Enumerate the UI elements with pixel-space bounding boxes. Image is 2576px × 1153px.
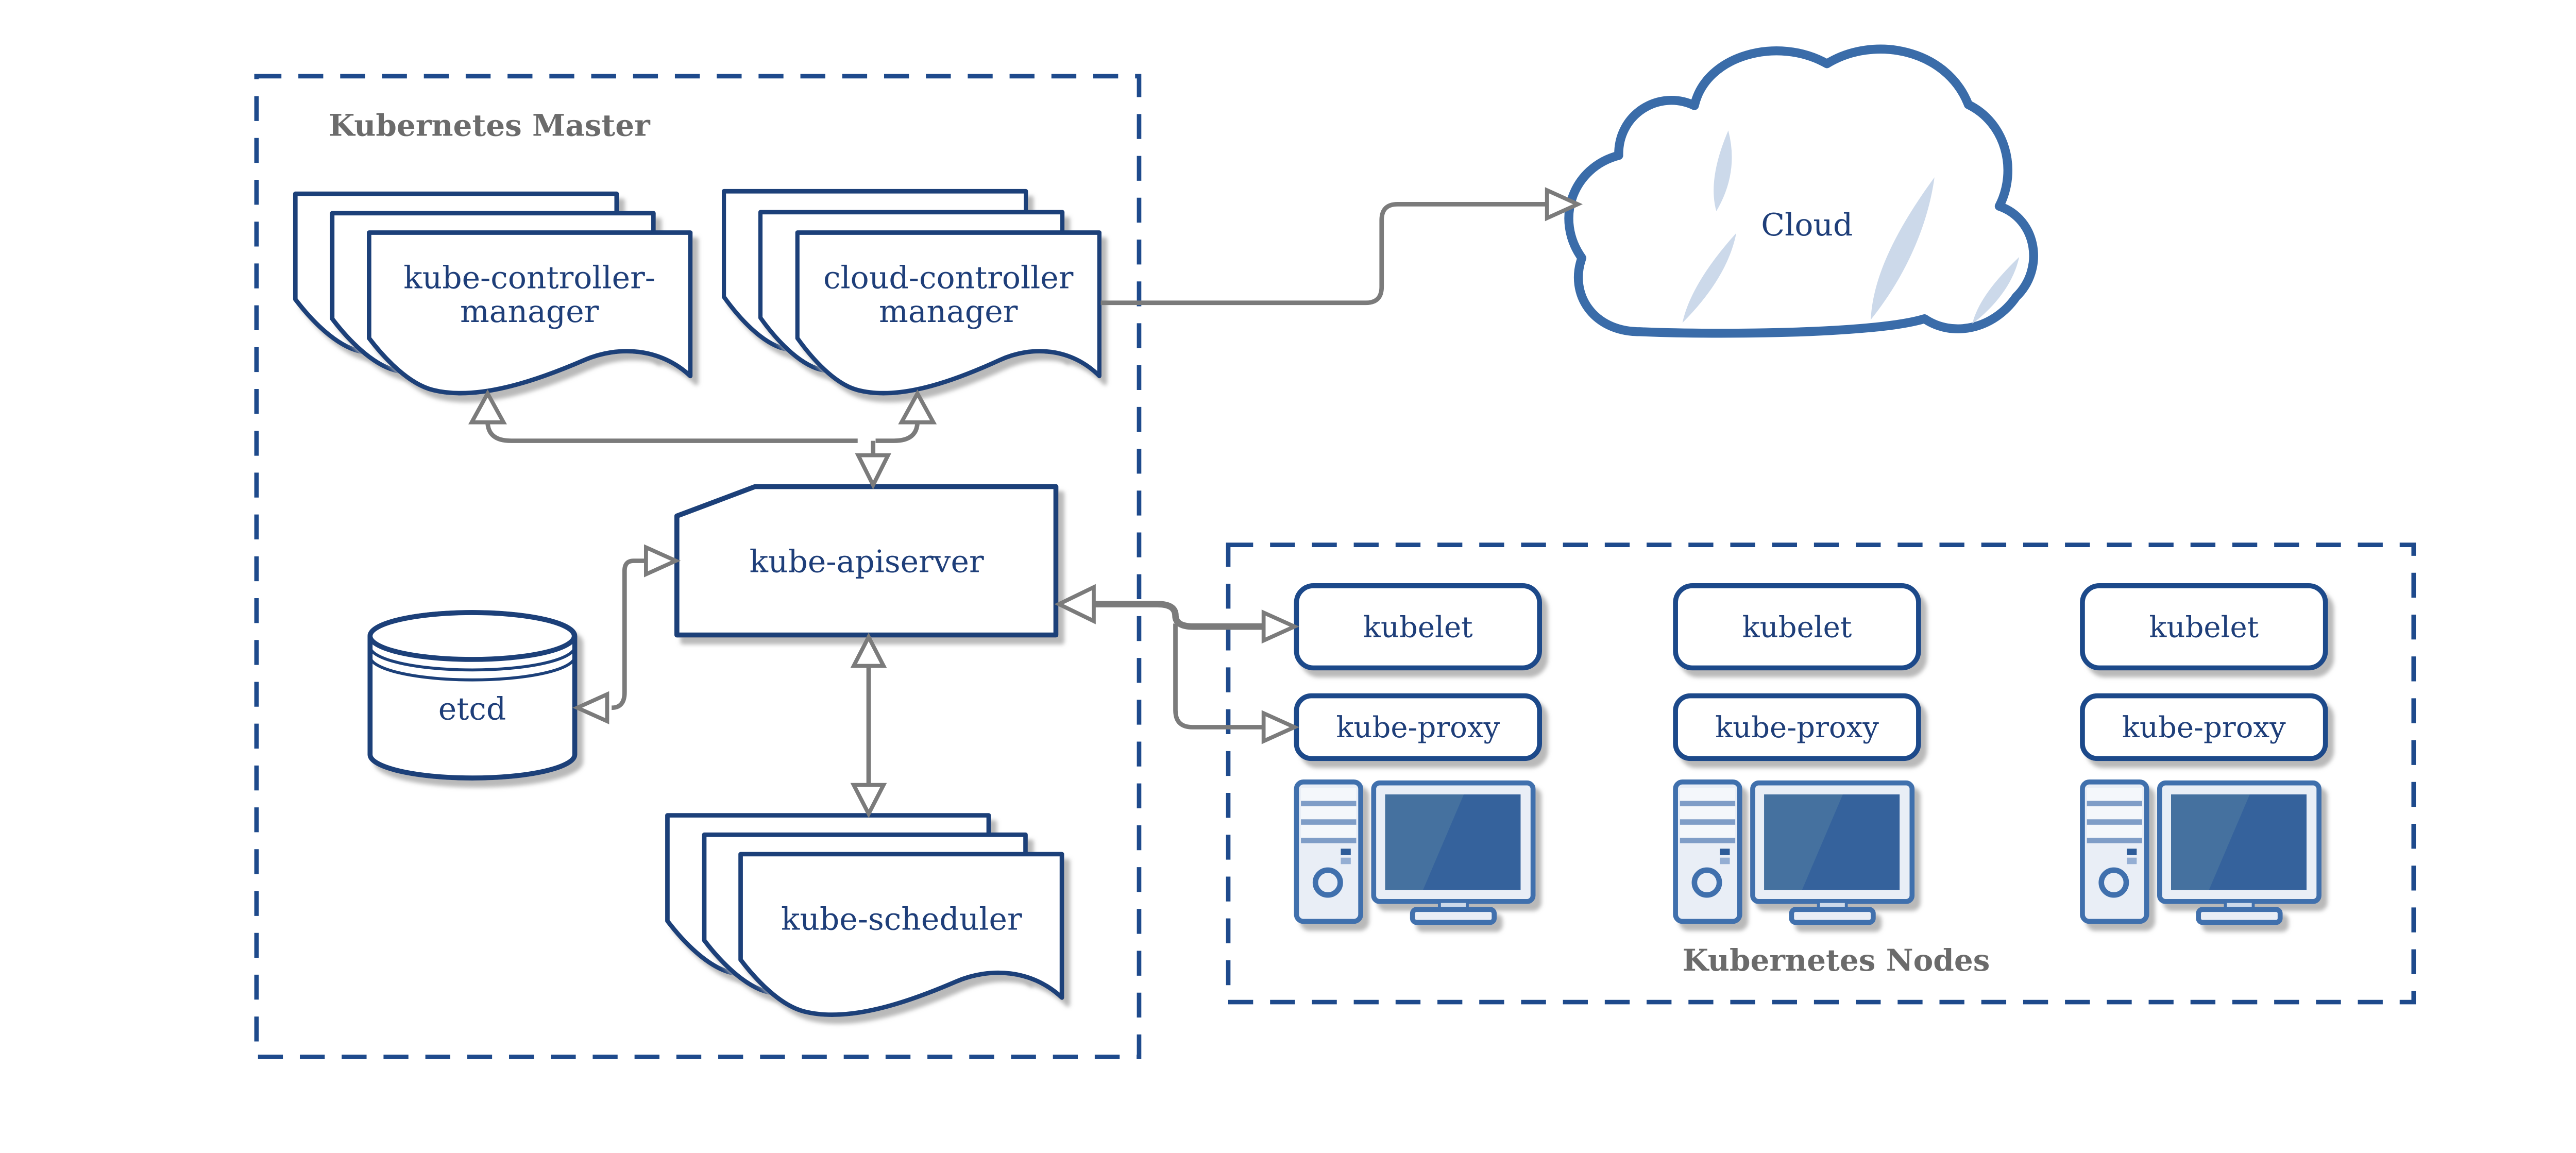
etcd-label: etcd <box>438 691 506 727</box>
master-boundary <box>254 74 1142 1059</box>
cloud-shape: Cloud <box>1564 44 2038 338</box>
kube-apiserver-box: kube-apiserver <box>674 484 1059 638</box>
arrow-apiserver-etcd <box>572 544 681 724</box>
kubelet-box <box>2080 583 2328 671</box>
nodes-boundary <box>1226 542 2416 1005</box>
kubelet-label: kubelet <box>1363 611 1473 645</box>
arrowhead-up-icon <box>850 633 887 668</box>
arrow-ccm-cloud <box>1100 187 1583 306</box>
kube-apiserver-label: kube-apiserver <box>750 544 984 580</box>
arrowhead-left-icon <box>572 691 609 724</box>
node-column: kubelet kube-proxy <box>1296 583 1543 923</box>
arrow-apiserver-nodes <box>1054 584 1299 744</box>
cloud-controller-manager-label-line1: cloud-controller <box>823 260 1074 296</box>
kubelet-box <box>1673 583 1921 671</box>
arrow-controllers-apiserver <box>468 389 937 490</box>
kube-proxy-box <box>2080 693 2328 761</box>
kube-controller-manager-label-line1: kube-controller- <box>403 260 655 296</box>
kube-proxy-label: kube-proxy <box>1715 711 1879 744</box>
node-column: kubelet kube-proxy <box>2080 583 2328 923</box>
cloud-shine <box>1972 257 2020 324</box>
etcd-cylinder <box>367 610 578 781</box>
cloud-shine <box>1714 130 1732 211</box>
kube-scheduler-stack: kube-scheduler <box>667 816 1062 1015</box>
diagram-canvas: Kubernetes Master kube-controller- manag… <box>254 44 2416 1059</box>
kube-scheduler-label: kube-scheduler <box>781 902 1022 938</box>
desktop-computer-icon <box>2082 782 2319 923</box>
arrowhead-left-icon <box>1054 584 1096 624</box>
kube-proxy-label: kube-proxy <box>2122 711 2286 744</box>
cloud-controller-manager-stack: cloud-controller manager <box>724 191 1099 393</box>
arrowhead-up-icon <box>898 389 937 425</box>
arrowhead-down-icon <box>855 453 891 490</box>
cloud-shine <box>1682 233 1737 323</box>
kube-controller-manager-label-line2: manager <box>460 294 599 330</box>
cloud-controller-manager-label-line2: manager <box>879 294 1018 330</box>
master-title: Kubernetes Master <box>329 108 651 143</box>
kube-proxy-label: kube-proxy <box>1336 711 1500 744</box>
cloud-shine <box>1871 177 1935 320</box>
arrowhead-right-icon <box>1545 187 1583 222</box>
node-column: kubelet kube-proxy <box>1673 583 1921 923</box>
nodes-title: Kubernetes Nodes <box>1683 943 1990 978</box>
arrow-apiserver-scheduler <box>850 633 887 819</box>
kubelet-label: kubelet <box>2149 611 2259 645</box>
desktop-computer-icon <box>1296 782 1533 923</box>
arrowhead-right-icon <box>644 544 681 578</box>
arrowhead-down-icon <box>850 783 887 819</box>
arrowhead-up-icon <box>468 389 507 425</box>
kubelet-label: kubelet <box>1742 611 1852 645</box>
arrowhead-right-icon <box>1261 710 1299 744</box>
arrowhead-right-icon <box>1261 609 1299 644</box>
cloud-label: Cloud <box>1761 207 1853 243</box>
kube-controller-manager-stack: kube-controller- manager <box>295 194 690 393</box>
desktop-computer-icon <box>1675 782 1912 923</box>
kube-proxy-box <box>1673 693 1921 761</box>
